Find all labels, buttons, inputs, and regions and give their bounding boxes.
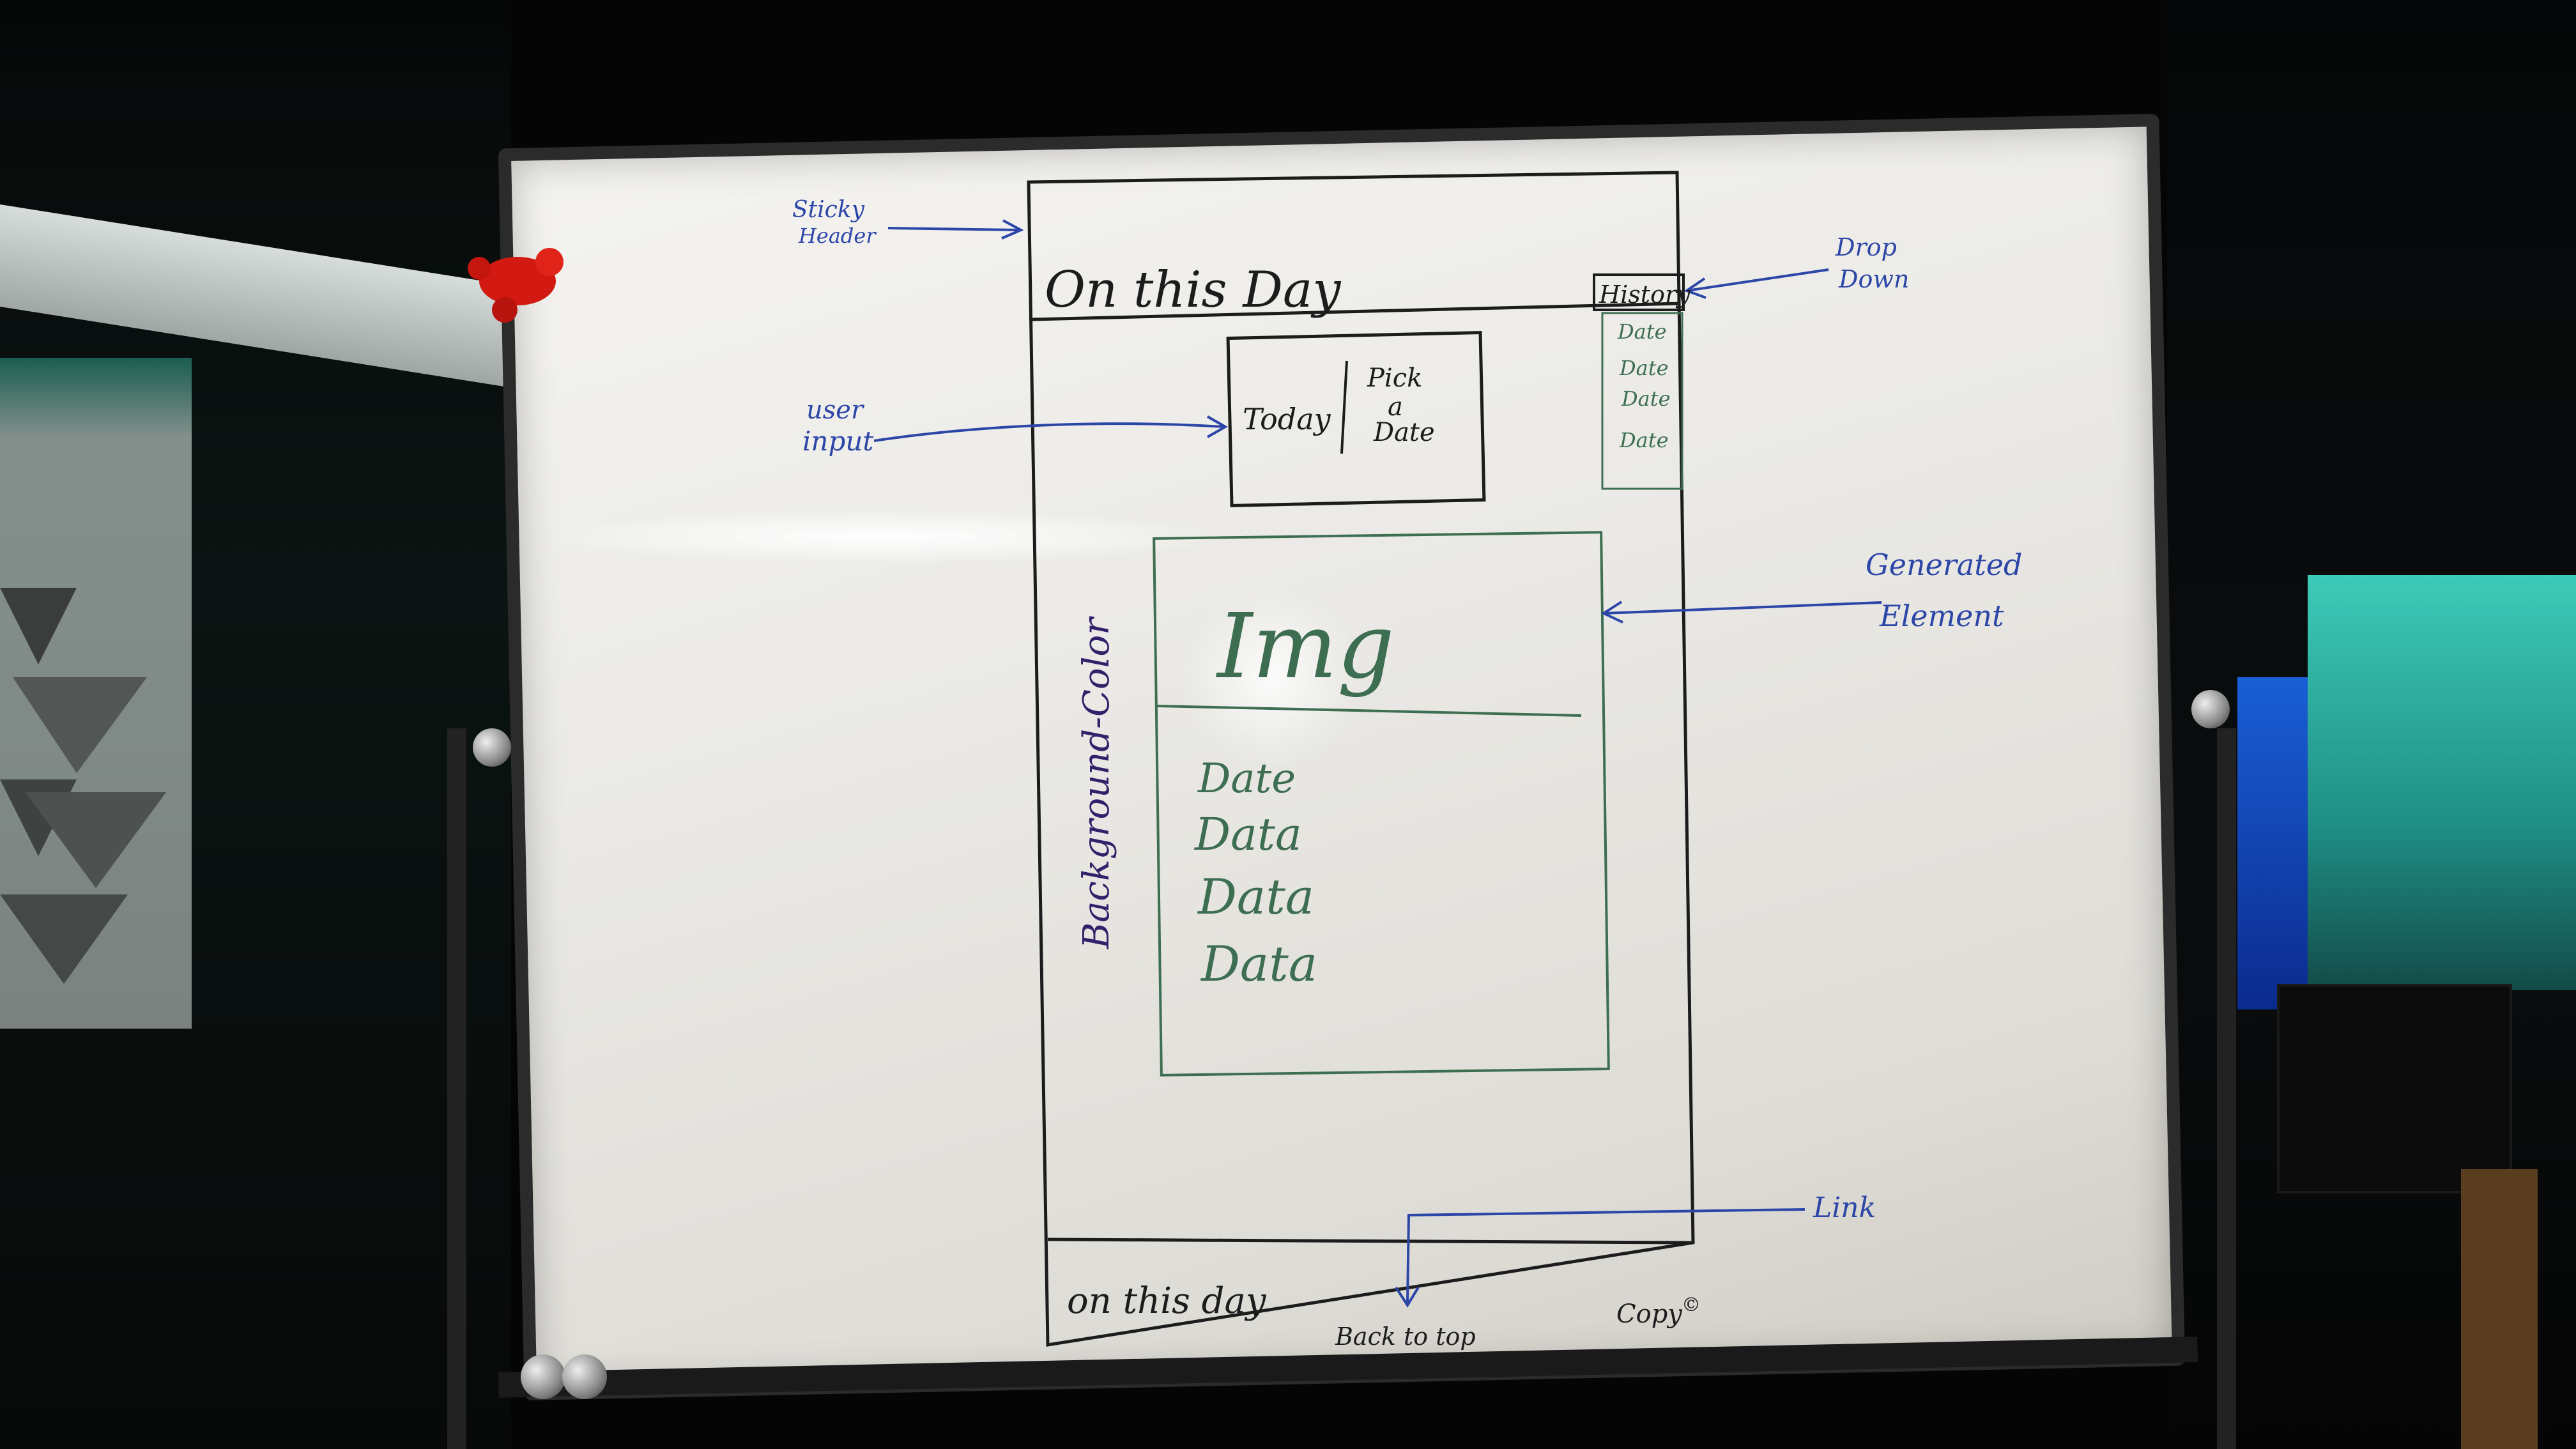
dropdown-item-3: Date	[1621, 387, 1671, 411]
sticky-header-arrow	[887, 227, 1020, 231]
card-image-divider	[1156, 705, 1582, 717]
card-data-line-4: Data	[1200, 935, 1317, 992]
card-image-placeholder: Img	[1215, 595, 1395, 699]
dropdown-menu-outline	[1601, 312, 1683, 490]
board-pivot-knob-right	[2191, 690, 2230, 728]
annotation-element: Element	[1879, 599, 2004, 633]
annotation-user: user	[806, 395, 865, 425]
input-pick-label-1: Pick	[1367, 364, 1422, 393]
user-input-arrow	[873, 422, 1224, 442]
blue-lit-panel	[2237, 677, 2308, 1009]
board-pivot-knob-left	[473, 728, 511, 767]
eraser-magnet-2	[562, 1354, 607, 1399]
footer-divider	[1047, 1238, 1694, 1245]
dropdown-item-2: Date	[1619, 356, 1669, 380]
footer-copyright: Copy	[1616, 1300, 1683, 1329]
annotation-drop: Drop	[1835, 233, 1897, 261]
board-stand-left	[447, 728, 466, 1449]
input-box-divider	[1340, 360, 1348, 454]
card-data-line-1: Date	[1197, 755, 1296, 802]
annotation-sticky: Sticky	[792, 197, 865, 223]
generated-card-outline	[1153, 531, 1610, 1077]
dropdown-item-1: Date	[1617, 319, 1667, 344]
annotation-input: input	[802, 425, 873, 457]
dropdown-arrow	[1686, 268, 1829, 292]
input-pick-label-3: Date	[1373, 418, 1435, 447]
light-glare-band	[562, 511, 1201, 562]
light-flare	[1182, 588, 1361, 767]
speaker-cabinet	[2277, 984, 2512, 1193]
annotation-down: Down	[1838, 265, 1909, 293]
copyright-symbol-icon: ©	[1682, 1294, 1701, 1316]
header-title: On this Day	[1045, 261, 1341, 319]
red-lobster-magnet	[468, 248, 564, 323]
background-color-label: Background-Color	[1076, 616, 1117, 949]
dropdown-button-label: History	[1598, 280, 1690, 309]
generated-element-arrow	[1603, 601, 1882, 615]
input-box-outline	[1226, 330, 1486, 507]
footer-back-to-top-link: Back to top	[1335, 1322, 1476, 1351]
page-outline	[1027, 171, 1695, 1347]
dropdown-item-4: Date	[1619, 428, 1669, 452]
footer-brand: on this day	[1067, 1280, 1267, 1322]
teal-wall-light-right	[2308, 575, 2576, 990]
eraser-magnet	[521, 1354, 565, 1399]
link-arrow	[1406, 1208, 1805, 1304]
annotation-link: Link	[1813, 1192, 1876, 1224]
card-data-line-2: Data	[1193, 808, 1302, 861]
input-today-label: Today	[1243, 402, 1331, 436]
header-divider	[1031, 302, 1681, 321]
acoustic-triangle-panels	[0, 588, 166, 984]
card-data-line-3: Data	[1197, 868, 1314, 925]
wooden-post	[2461, 1169, 2538, 1449]
board-stand-right	[2217, 728, 2236, 1449]
dropdown-button-outline	[1593, 273, 1685, 311]
annotation-generated: Generated	[1866, 548, 2022, 582]
annotation-header: Header	[798, 224, 877, 248]
input-pick-label-2: a	[1388, 392, 1403, 422]
